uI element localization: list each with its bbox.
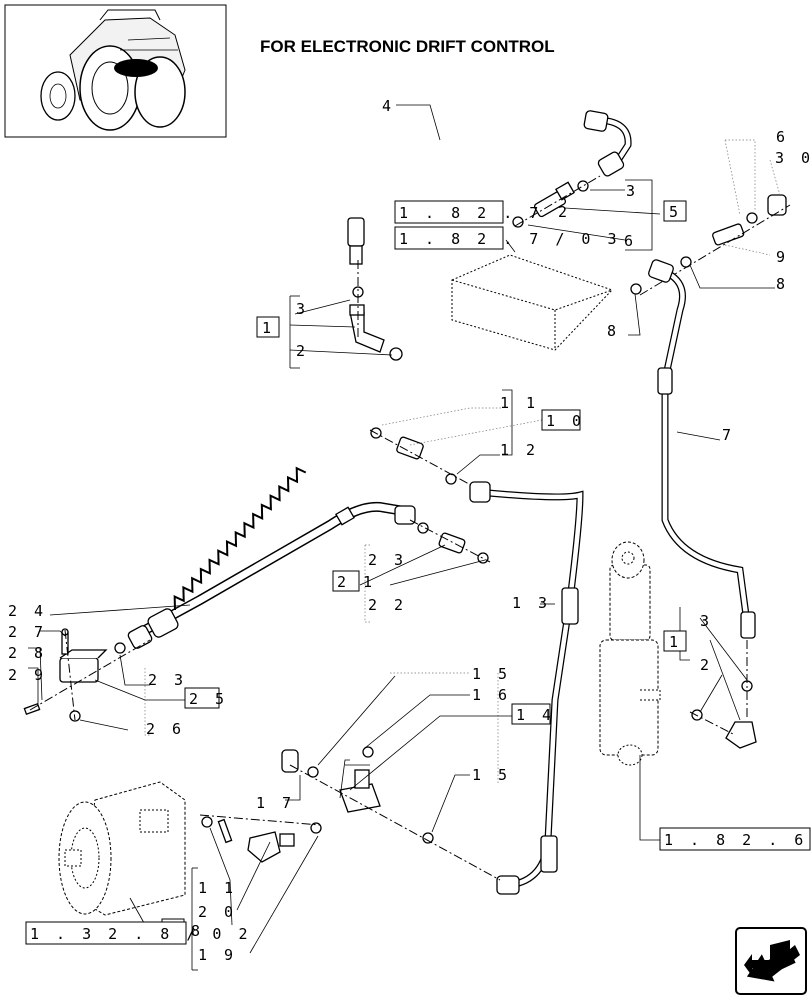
callout-29: 2 9 (8, 666, 47, 684)
callout-14-box (511, 703, 551, 725)
tractor-thumbnail-icon (4, 4, 227, 138)
ref-link-2[interactable]: 1 . 8 2 . 7 / 0 3 (399, 230, 621, 248)
fitting-group-9 (630, 194, 791, 296)
callout-25-box (184, 687, 220, 709)
hydraulic-pump (58, 781, 186, 916)
fitting-group-10 (369, 427, 481, 491)
callout-13: 1 3 (512, 594, 551, 612)
callout-23: 2 3 (368, 551, 407, 569)
hose-7 (648, 259, 756, 639)
callout-11: 1 1 (500, 394, 539, 412)
callout-2c: 2 (700, 656, 713, 674)
callouts: 4 6 3 0 3 2 5 6 9 8 8 3 1 2 1 1 1 0 1 2 … (8, 97, 812, 964)
valve-block (451, 254, 613, 351)
callout-11b: 1 1 (198, 879, 237, 897)
ref-box-1[interactable] (394, 200, 504, 224)
callout-8: 8 (776, 275, 789, 293)
callout-30: 3 0 (775, 149, 812, 167)
callout-20: 2 0 (198, 903, 237, 921)
callout-28: 2 8 (8, 644, 47, 662)
elbow-fitting-3 (199, 814, 322, 863)
callout-21: 2 1 (337, 573, 376, 591)
callout-6b: 6 (624, 232, 637, 250)
elbow-fitting-1 (349, 260, 403, 361)
elbow-fitting-2 (689, 640, 757, 749)
callout-15b: 1 5 (472, 766, 511, 784)
callout-1b-box (663, 630, 687, 652)
callout-9: 9 (776, 248, 789, 266)
callout-2: 2 (558, 203, 571, 221)
callout-22: 2 2 (368, 596, 407, 614)
callout-7: 7 (722, 426, 735, 444)
diagram-title: FOR ELECTRONIC DRIFT CONTROL (260, 37, 555, 56)
callout-19: 1 9 (198, 946, 237, 964)
callout-8b: 8 (607, 322, 620, 340)
callout-5-box (663, 200, 687, 222)
hose-13 (469, 481, 584, 895)
tee-fitting-14 (281, 746, 501, 881)
callout-10-box (541, 409, 581, 431)
callout-21-box (332, 570, 360, 592)
next-page-arrow-icon[interactable] (735, 927, 807, 995)
ref-box-2[interactable] (394, 226, 504, 250)
fitting-group-5 (512, 175, 601, 228)
hose-24 (127, 466, 416, 649)
ref-link-1[interactable]: 1 . 8 2 . 7 (399, 204, 542, 222)
fitting-group-21 (409, 519, 491, 564)
callout-17: 1 7 (256, 794, 295, 812)
ref-box-4[interactable] (25, 921, 187, 945)
callout-1: 1 (262, 319, 275, 337)
callout-26: 2 6 (146, 720, 185, 738)
callout-3b: 3 (296, 300, 309, 318)
callout-27: 2 7 (8, 623, 47, 641)
leader-lines (28, 104, 781, 971)
block-25 (23, 628, 151, 722)
callout-16: 1 6 (472, 686, 511, 704)
callout-15: 1 5 (472, 665, 511, 683)
callout-25: 2 5 (189, 690, 228, 708)
callout-1b: 1 (669, 633, 682, 651)
callout-6: 6 (776, 128, 789, 146)
ref-link-4[interactable]: 1 . 3 2 . 8 / 0 2 (30, 925, 252, 943)
callout-10: 1 0 (546, 412, 585, 430)
hose-4 (347, 110, 632, 265)
callout-12: 1 2 (500, 441, 539, 459)
hydraulic-cylinder (599, 541, 661, 766)
callout-1-box (256, 316, 280, 338)
ref-link-3[interactable]: 1 . 8 2 . 6 / 0 (664, 831, 812, 849)
callout-4: 4 (382, 97, 395, 115)
callout-3c: 3 (700, 612, 713, 630)
callout-14: 1 4 (516, 706, 555, 724)
callout-2b: 2 (296, 342, 309, 360)
ref-box-3[interactable] (659, 827, 811, 851)
callout-5: 5 (669, 203, 682, 221)
callout-3: 3 (626, 182, 639, 200)
callout-24: 2 4 (8, 602, 47, 620)
reference-boxes[interactable]: 1 . 8 2 . 7 1 . 8 2 . 7 / 0 3 1 . 8 2 . … (25, 200, 812, 945)
callout-23b: 2 3 (148, 671, 187, 689)
